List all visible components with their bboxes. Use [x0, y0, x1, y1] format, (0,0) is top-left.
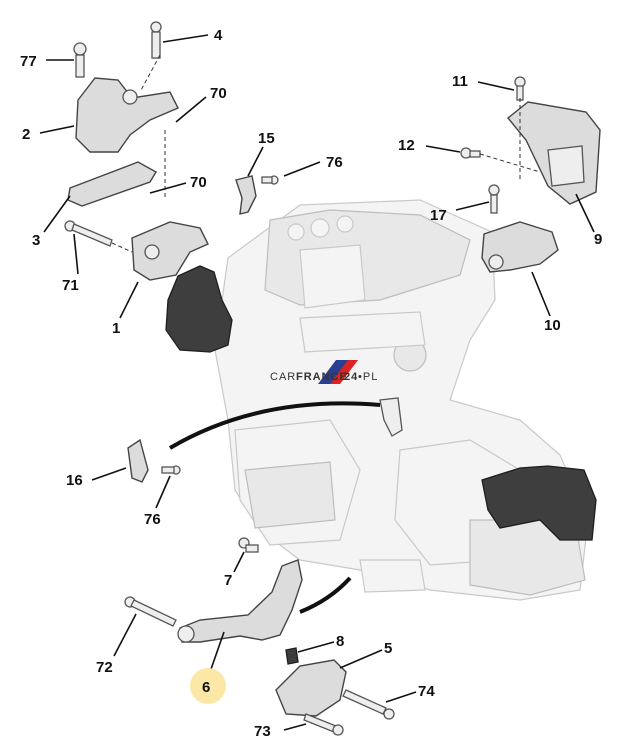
bracket-16: [127, 438, 149, 483]
callout-12: 12: [398, 137, 415, 154]
leader-lines: [39, 34, 595, 731]
callout-11: 11: [452, 73, 468, 90]
link-curve-lower: [299, 576, 352, 614]
engine-mount-dark-right: [481, 465, 597, 541]
bolt-74: [342, 689, 395, 720]
callout-71: 71: [62, 277, 79, 294]
bolt-73: [303, 713, 344, 736]
callout-5: 5: [384, 640, 392, 657]
bolt-77: [73, 42, 87, 78]
bolt-76-lower: [161, 465, 181, 475]
bolt-17: [488, 184, 500, 214]
bolt-11: [514, 76, 526, 101]
bolt-7: [238, 537, 259, 553]
callout-70-lower: 70: [190, 174, 207, 191]
callout-73: 73: [254, 723, 271, 740]
callout-74: 74: [418, 683, 435, 700]
link-curve-upper: [168, 401, 381, 450]
torque-rod-6: [179, 559, 303, 643]
callout-16: 16: [66, 472, 83, 489]
callout-77: 77: [20, 53, 37, 70]
engine-mount-dark-left: [165, 265, 233, 353]
lower-mount-5: [275, 659, 347, 717]
callout-9: 9: [594, 231, 602, 248]
bolt-71: [64, 220, 113, 247]
callout-76-lower: 76: [144, 511, 161, 528]
callout-labels: 77 4 2 70 70 3 15 76 71 1 11 12 17 9 10 …: [20, 27, 602, 740]
watermark-number: 24: [344, 371, 358, 383]
clip-8: [285, 647, 299, 665]
callout-15: 15: [258, 130, 275, 147]
watermark-logo: CAR FRANCE 24 •PL: [270, 360, 378, 384]
callout-72: 72: [96, 659, 113, 676]
bracket-15: [235, 175, 257, 215]
callout-17: 17: [430, 207, 447, 224]
engine-block: [214, 199, 589, 601]
bolt-4: [150, 21, 162, 59]
upper-engine-mount-2: [75, 77, 179, 153]
watermark-brand: FRANCE: [296, 371, 348, 383]
bolt-12: [460, 147, 481, 159]
callout-4: 4: [214, 27, 223, 44]
callout-70-upper: 70: [210, 85, 227, 102]
bracket-on-engine: [379, 397, 403, 437]
callout-8: 8: [336, 633, 344, 650]
support-plate-3: [67, 161, 157, 207]
watermark-prefix: CAR: [270, 371, 296, 383]
callout-3: 3: [32, 232, 40, 249]
bolt-76-upper: [261, 175, 279, 185]
watermark-suffix: •PL: [358, 371, 378, 383]
lower-engine-mount-1: [131, 221, 209, 281]
callout-2: 2: [22, 126, 30, 143]
bolt-72: [124, 596, 177, 627]
callout-6: 6: [202, 679, 210, 696]
callout-76-upper: 76: [326, 154, 343, 171]
callout-highlight: [190, 668, 226, 704]
callout-10: 10: [544, 317, 561, 334]
callout-1: 1: [112, 320, 120, 337]
callout-7: 7: [224, 572, 232, 589]
